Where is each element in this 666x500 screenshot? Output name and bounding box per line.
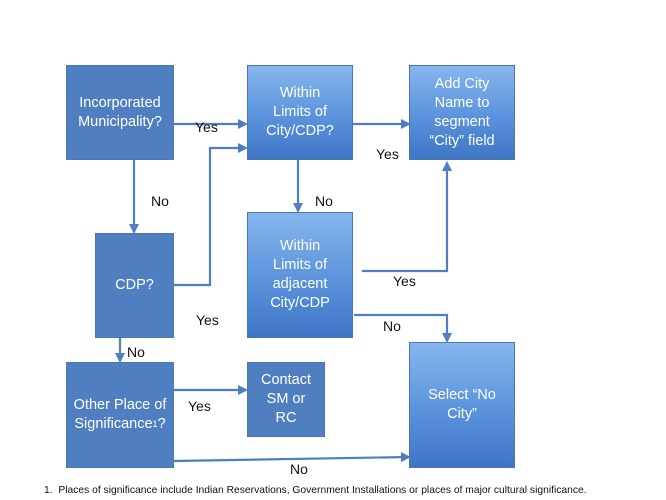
add-city-name-box: Add City Name to segment “City” field <box>409 65 515 160</box>
edge-label-yes: Yes <box>188 398 211 414</box>
cdp-box: CDP? <box>95 233 174 338</box>
footnote: 1. Places of significance include Indian… <box>44 485 587 496</box>
within-limits-label: Within Limits of City/CDP? <box>266 85 334 139</box>
within-limits-box: Within Limits of City/CDP? <box>247 65 353 160</box>
arrow-other-to-nocity <box>173 452 411 463</box>
arrow-adjacent-to-addcity <box>362 161 452 273</box>
edge-label-no: No <box>290 461 308 477</box>
edge-label-yes: Yes <box>195 119 218 135</box>
cdp-label: CDP? <box>115 277 154 293</box>
edge-label-no: No <box>315 193 333 209</box>
footnote-number: 1. <box>44 485 53 496</box>
within-adjacent-label: Within Limits of adjacent City/CDP <box>270 238 330 311</box>
edge-label-yes: Yes <box>376 146 399 162</box>
select-no-city-box: Select “No City” <box>409 342 515 468</box>
incorporated-municipality-label: Incorporated Municipality? <box>78 94 162 130</box>
edge-label-no: No <box>151 193 169 209</box>
edge-label-yes: Yes <box>393 273 416 289</box>
add-city-name-label: Add City Name to segment “City” field <box>429 75 495 149</box>
select-no-city-label: Select “No City” <box>428 387 496 422</box>
footnote-text: Places of significance include Indian Re… <box>58 485 587 496</box>
arrow-adjacent-to-nocity <box>354 313 452 343</box>
edge-label-no: No <box>383 318 401 334</box>
contact-box: Contact SM or RC <box>247 362 325 437</box>
edge-label-no: No <box>127 344 145 360</box>
other-place-box: Other Place of Significance1? <box>66 362 174 468</box>
other-place-label: Other Place of Significance1? <box>73 397 167 432</box>
edge-label-yes: Yes <box>196 312 219 328</box>
within-adjacent-box: Within Limits of adjacent City/CDP <box>247 212 353 338</box>
contact-label: Contact SM or RC <box>261 372 311 426</box>
arrow-cdp-to-within <box>174 143 248 287</box>
footnote-marker: 1 <box>152 419 158 429</box>
incorporated-municipality-box: Incorporated Municipality? <box>66 65 174 160</box>
